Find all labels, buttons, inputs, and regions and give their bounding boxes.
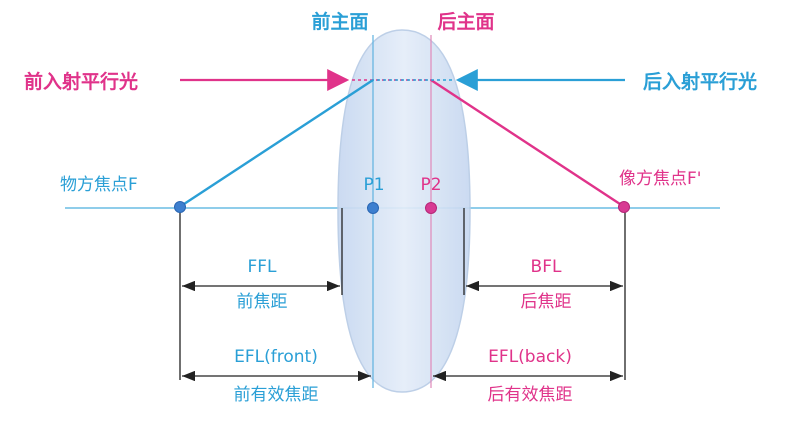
front-principal-plane-label: 前主面 — [311, 10, 368, 33]
bfl-cn-label: 后焦距 — [521, 292, 572, 312]
object-focal-point-label: 物方焦点F — [60, 175, 138, 195]
back-principal-plane-label: 后主面 — [437, 11, 494, 33]
efl-front-label: EFL(front) — [234, 347, 318, 367]
efl-front-cn-label: 前有效焦距 — [234, 385, 319, 405]
efl-back-label: EFL(back) — [488, 347, 572, 367]
p2-dot — [425, 202, 437, 214]
image-focal-point-dot — [618, 201, 630, 213]
ffl-label: FFL — [247, 257, 277, 277]
object-focal-point-dot — [174, 201, 186, 213]
ffl-cn-label: 前焦距 — [237, 292, 288, 312]
front-refracted-ray — [180, 78, 374, 208]
p1-label: P1 — [363, 175, 384, 195]
back-parallel-light-label: 后入射平行光 — [643, 70, 757, 93]
bfl-label: BFL — [531, 257, 562, 277]
image-focal-point-label: 像方焦点F' — [619, 169, 701, 189]
lens-body — [337, 29, 471, 393]
p2-label: P2 — [420, 175, 441, 195]
p1-dot — [367, 202, 379, 214]
efl-back-cn-label: 后有效焦距 — [488, 385, 573, 405]
front-parallel-light-label: 前入射平行光 — [24, 70, 138, 93]
back-refracted-ray — [430, 78, 624, 208]
